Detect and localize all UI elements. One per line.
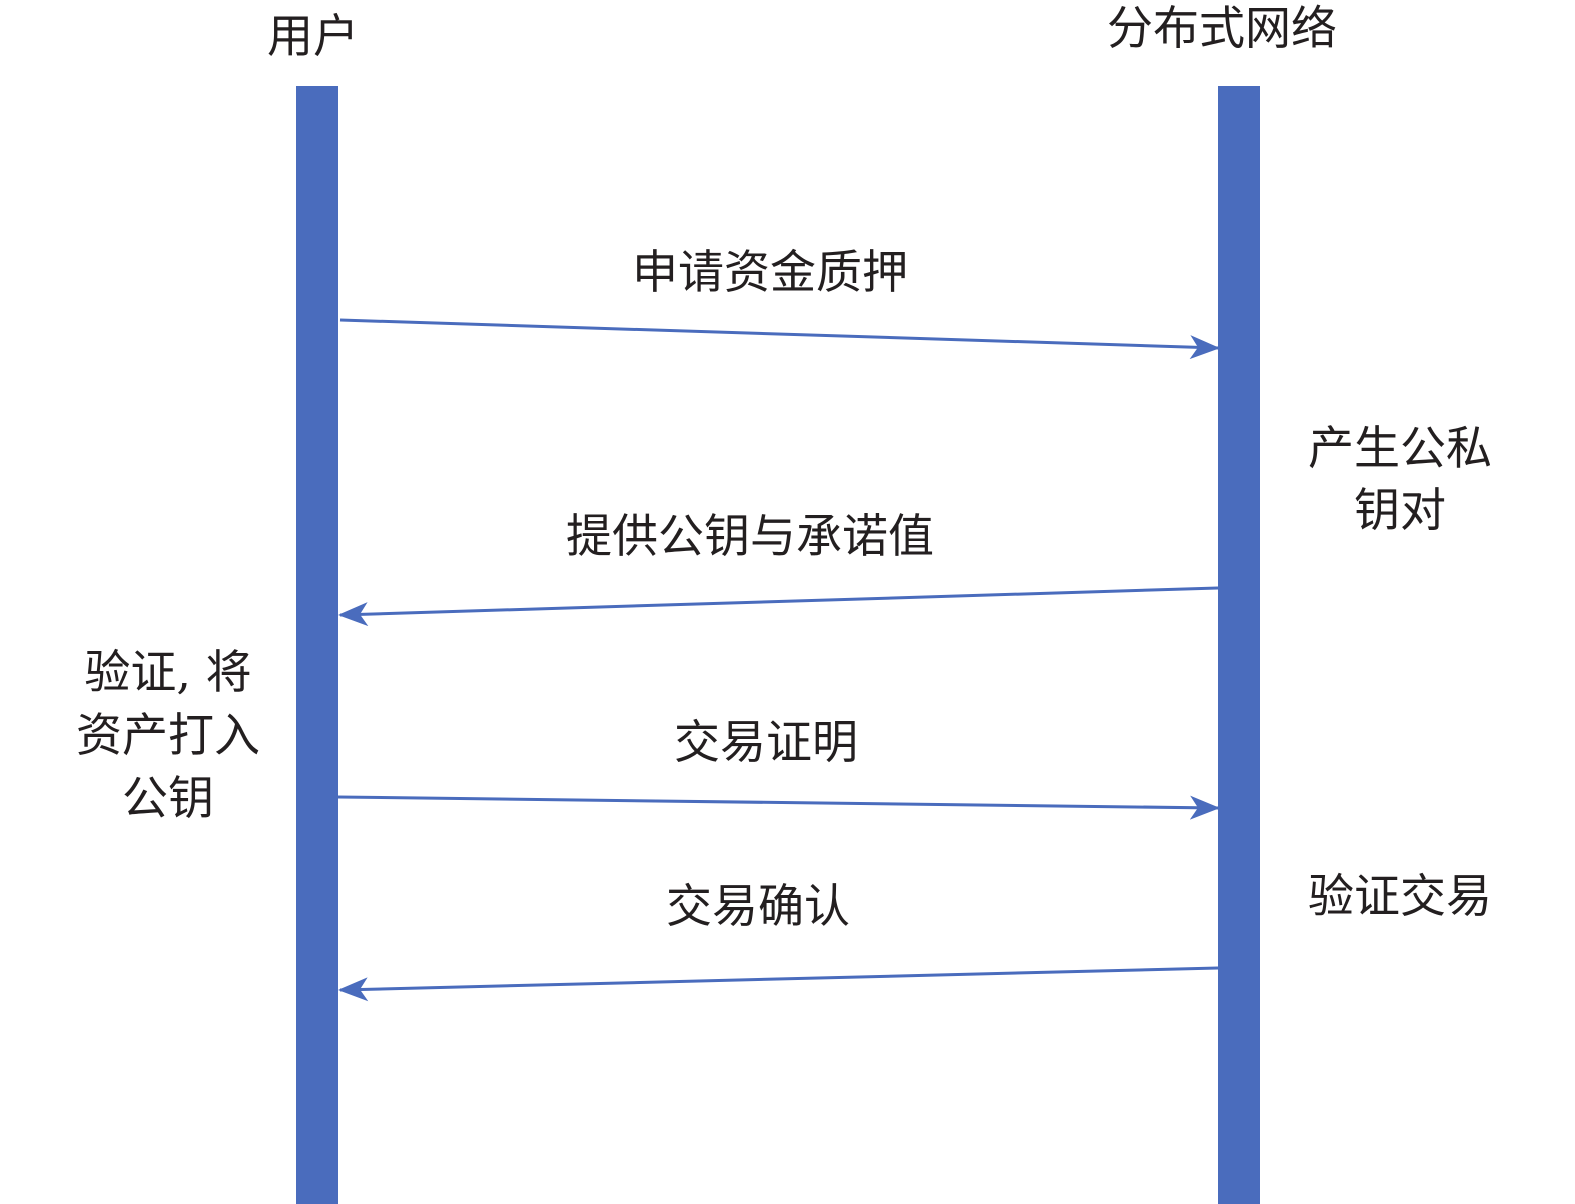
message-arrow-provide-key bbox=[338, 586, 1219, 627]
message-arrow-transaction-confirm bbox=[338, 966, 1219, 1002]
note-user-verify-line-2: 资产打入 bbox=[76, 708, 260, 762]
note-user-verify-line-3: 公钥 bbox=[122, 771, 214, 825]
lifeline-network bbox=[1218, 86, 1260, 1204]
message-arrow-apply-pledge bbox=[339, 318, 1220, 360]
message-label-transaction-proof: 交易证明 bbox=[674, 715, 858, 769]
message-label-provide-key: 提供公钥与承诺值 bbox=[566, 509, 934, 563]
participant-user-label: 用户 bbox=[267, 9, 359, 63]
note-network-keygen-line-2: 钥对 bbox=[1354, 483, 1446, 537]
message-arrow-transaction-proof bbox=[337, 795, 1220, 820]
lifeline-user bbox=[296, 86, 338, 1204]
message-label-apply-pledge: 申请资金质押 bbox=[632, 245, 908, 299]
note-network-verify-line-1: 验证交易 bbox=[1308, 869, 1492, 923]
participant-network-label: 分布式网络 bbox=[1107, 1, 1337, 55]
note-network-keygen-line-1: 产生公私 bbox=[1308, 421, 1492, 475]
note-user-verify-line-1: 验证, 将 bbox=[84, 645, 251, 699]
message-label-transaction-confirm: 交易确认 bbox=[666, 879, 850, 933]
